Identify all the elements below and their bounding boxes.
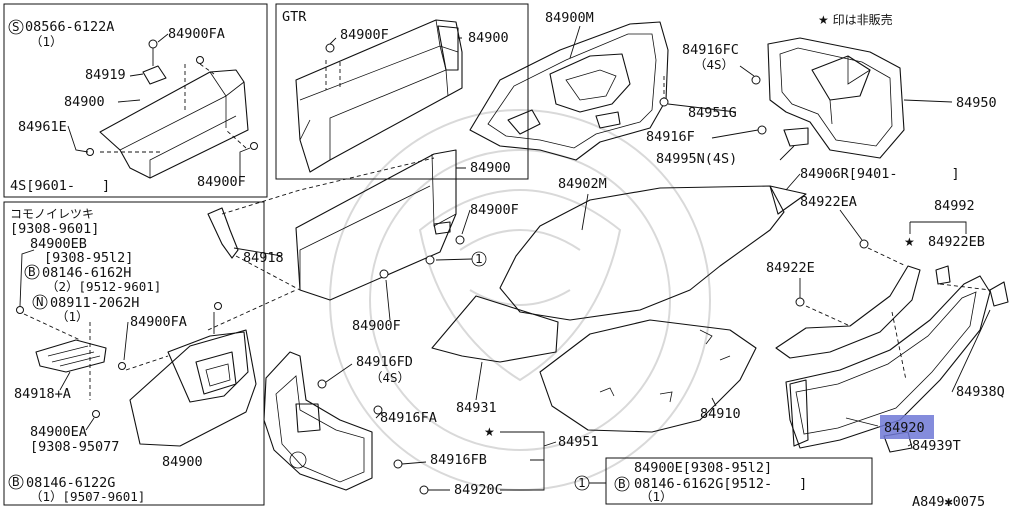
label-84922E: 84922E (766, 260, 815, 276)
part-84902M: 84902M 84906R[9401- ] (499, 166, 960, 321)
label-84916FC: 84916FC (682, 42, 739, 58)
label-84902M: 84902M (558, 176, 607, 192)
part-84938Q: 84922EA 84992 84922EB 84922E 84938Q 8493… (766, 194, 1009, 454)
label-08146-6122G: 08146-6122G (26, 475, 115, 491)
label-gtr: GTR (282, 9, 307, 25)
detail-box-komono: コモノイレツキ [9308-9601] 84900EB [9308-95l2] … (3, 201, 265, 506)
label-84931: 84931 (456, 400, 497, 416)
label-84900EA-range: [9308-95077 (30, 439, 119, 455)
detail-box-gtr: GTR 84900F 84900 (275, 3, 529, 180)
label-84916FD: 84916FD (356, 354, 413, 370)
label-84900FA-ll: 84900FA (130, 314, 187, 330)
label-84950: 84950 (956, 95, 997, 111)
circle-b-label-1: B (28, 264, 36, 279)
label-84900F-tl: 84900F (197, 174, 246, 190)
label-08566-qty: （1） (30, 34, 63, 49)
label-84920C: 84920C (454, 482, 503, 498)
label-84938Q: 84938Q (956, 384, 1005, 400)
label-08146G-qty: （1）[9507-9601] (30, 489, 145, 504)
circle-n-label: N (36, 294, 44, 309)
label-84900EB: 84900EB (30, 236, 87, 252)
highlight-box (880, 415, 934, 439)
label-84916F: 84916F (646, 129, 695, 145)
ref-line-1: 84900E[9308-95l2] (634, 460, 772, 476)
reference-box: 1 84900E[9308-95l2] B 08146-6162G[9512- … (574, 457, 873, 505)
label-84916FB: 84916FB (430, 452, 487, 468)
legend-note: ★ 印は非販売 (818, 12, 893, 27)
label-84995N: 84995N(4S) (656, 151, 737, 167)
part-84950: ★ 印は非販売 84916FC （4S） 84951G 84916F 84995… (646, 12, 997, 167)
label-08911-qty: （1） (56, 309, 89, 324)
label-08146H-qty: （2）[9512-9601] (46, 279, 161, 294)
label-84900-tl: 84900 (64, 94, 105, 110)
circle-s-label: S (12, 19, 20, 34)
detail-box-4s: S 08566-6122A （1） 84900FA 84919 84900 84… (3, 3, 268, 198)
watermark-emblem (329, 109, 711, 491)
label-84922EA: 84922EA (800, 194, 857, 210)
ref-line-2: 08146-6162G[9512- ] (634, 476, 807, 492)
label-84939T: 84939T (912, 438, 961, 454)
ref-line-3: （1） (640, 489, 673, 504)
label-84951: 84951 (558, 434, 599, 450)
label-84906R: 84906R[9401- ] (800, 166, 960, 182)
label-84900F-low: 84900F (352, 318, 401, 334)
figure-code: A849✱0075 (912, 494, 985, 510)
label-84918A: 84918+A (14, 386, 71, 402)
star-84992: ★ (904, 235, 915, 249)
circle-ref-bottom: 1 (578, 475, 586, 490)
circle-b-label-2: B (12, 474, 20, 489)
label-komono-title: コモノイレツキ (10, 207, 94, 221)
label-84919: 84919 (85, 67, 126, 83)
label-84900EA: 84900EA (30, 424, 87, 440)
label-84900-gtr: 84900 (468, 30, 509, 46)
highlight-84920: 84920 (845, 415, 934, 439)
circle-ref-mid: 1 (475, 251, 483, 266)
label-08566-6122A: 08566-6122A (25, 19, 114, 35)
label-84900-mid: 84900 (470, 160, 511, 176)
label-84951G: 84951G (688, 105, 737, 121)
label-84900-ll: 84900 (162, 454, 203, 470)
label-84916FC-qty: （4S） (694, 57, 734, 72)
label-84920: 84920 (884, 420, 925, 436)
label-84900EB-range: [9308-95l2] (44, 250, 133, 266)
circle-b-label-3: B (618, 476, 626, 491)
label-komono-range: [9308-9601] (10, 221, 99, 237)
label-84992: 84992 (934, 198, 975, 214)
label-84918: 84918 (243, 250, 284, 266)
label-4s-9601: 4S[9601- ] (10, 178, 110, 194)
label-84961E: 84961E (18, 119, 67, 135)
label-84900FA-tl: 84900FA (168, 26, 225, 42)
part-84900-mid: 84900 84900F 84918 84900F 1 (207, 149, 519, 334)
label-84922EB: 84922EB (928, 234, 985, 250)
label-08911-2062H: 08911-2062H (50, 295, 139, 311)
label-84916FA: 84916FA (380, 410, 437, 426)
part-84951: 84916FD （4S） 84916FA 84951 ★ 84916FB 849… (263, 351, 599, 498)
label-08146-6162H: 08146-6162H (42, 265, 131, 281)
label-84900M: 84900M (545, 10, 594, 26)
label-84900F-gtr: 84900F (340, 27, 389, 43)
label-84900F-mid: 84900F (470, 202, 519, 218)
part-84910-84931: 84910 84931 (431, 295, 757, 433)
label-84916FD-qty: （4S） (370, 370, 410, 385)
star-84951: ★ (484, 425, 495, 439)
